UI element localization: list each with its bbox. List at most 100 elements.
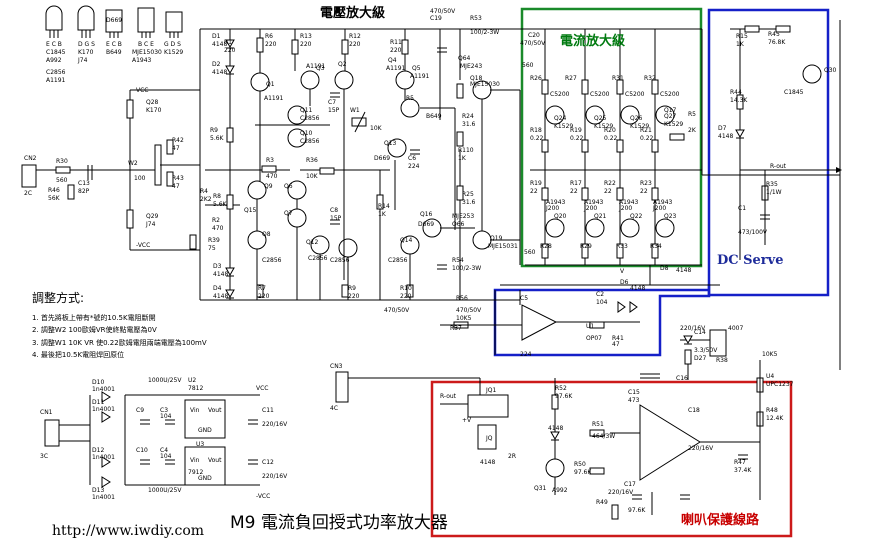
- vas-label: 220: [224, 47, 236, 54]
- svg-text:Q28: Q28: [146, 99, 159, 106]
- power-supply-label: Vin: [190, 407, 200, 414]
- dc-servo-label: 1K: [736, 41, 745, 48]
- driver-label: Q18: [470, 75, 483, 82]
- power-supply-label: Vout: [208, 457, 222, 464]
- protection-label: C16: [676, 375, 688, 382]
- vas-label: C8: [330, 207, 338, 214]
- dc-servo-label: R35: [766, 181, 778, 188]
- output-res-label: 0.22: [640, 135, 654, 142]
- protection-label: A992: [552, 487, 568, 494]
- output-mos-label: Q22: [630, 213, 643, 220]
- vas-label: Q6: [284, 183, 293, 190]
- vas-label: 220: [348, 293, 360, 300]
- vas-label: 5.6K: [213, 201, 228, 208]
- svg-text:R30: R30: [56, 158, 68, 165]
- driver-label: R56: [456, 295, 468, 302]
- vas-label: R13: [300, 33, 312, 40]
- vas-label: Q13: [384, 140, 397, 147]
- output-top-label: C5200: [660, 91, 680, 98]
- protection-label: R-out: [440, 393, 457, 400]
- vas-label: 220: [265, 41, 277, 48]
- rails: [199, 20, 841, 370]
- svg-text:K1529: K1529: [164, 49, 183, 56]
- output-bot-label: A1943: [546, 199, 566, 206]
- vas-label: 10K: [370, 125, 383, 132]
- protection-label: 4C: [330, 405, 338, 412]
- svg-text:82P: 82P: [78, 188, 90, 195]
- vas-diodes: [225, 39, 235, 299]
- output-bot-label: J200: [652, 205, 666, 212]
- output-res-label: R19: [570, 127, 582, 134]
- driver-label: R110: [458, 147, 474, 154]
- protection-label: JQ1: [485, 387, 496, 394]
- svg-text:C1845: C1845: [46, 49, 66, 56]
- vas-label: C2856: [300, 115, 320, 122]
- protection-labels: CN34CJQ1JQR-out+V41482RR5297.6KC15473R51…: [330, 325, 794, 514]
- protection-label: 3.3/50V: [694, 347, 718, 354]
- output-mos-label: Q23: [664, 213, 677, 220]
- svg-text:56K: 56K: [48, 195, 61, 202]
- driver-label: 104: [596, 299, 608, 306]
- bridge-label: 1n4001: [92, 454, 115, 461]
- bridge-label: D13: [92, 487, 104, 494]
- power-supply-label: Vout: [208, 407, 222, 414]
- output-res-label: R23: [640, 180, 652, 187]
- vas-label: C2856: [388, 257, 408, 264]
- output-top-label: R32: [644, 75, 656, 82]
- output-bot-label: J200: [583, 205, 597, 212]
- ps-cap-label: 1000U/25V: [148, 487, 182, 494]
- vas-label: 4148: [213, 271, 228, 278]
- vas-label: 2K2: [200, 196, 212, 203]
- vas-label: R1: [224, 39, 232, 46]
- vas-label: R39: [208, 237, 220, 244]
- ps-cap-label: C10: [136, 447, 148, 454]
- protection-label: UPC1237: [766, 381, 794, 388]
- vas-label: 4148: [212, 69, 227, 76]
- protection-label: R48: [766, 407, 778, 414]
- output-bot-label: R28: [540, 243, 552, 250]
- vas-label: Q14: [400, 237, 413, 244]
- vas-label: R7: [258, 285, 266, 292]
- power-supply-label: 220/16V: [262, 473, 288, 480]
- svg-text:E C B: E C B: [106, 41, 122, 48]
- vas-label: D1: [212, 33, 221, 40]
- vas-label: 10K: [306, 173, 319, 180]
- driver-label: 31.6: [462, 121, 476, 128]
- ps-cap-label: 104: [160, 413, 172, 420]
- output-stage: [530, 29, 702, 265]
- output-mos-label: K1529: [664, 121, 683, 128]
- dc-servo-circuit: [730, 25, 842, 260]
- vas-label: 5.6K: [210, 135, 225, 142]
- vas-resistors: [189, 37, 464, 298]
- protection-label: R50: [574, 461, 586, 468]
- vas-label: 224: [408, 163, 420, 170]
- output-res-label: 22: [640, 188, 648, 195]
- driver-label: C20: [528, 32, 540, 39]
- power-supply-label: C11: [262, 407, 274, 414]
- dc-servo-label: R-out: [770, 163, 787, 170]
- vas-label: A1191: [306, 63, 326, 70]
- output-bot-label: J200: [545, 205, 559, 212]
- output-bot-label: R29: [580, 243, 592, 250]
- vas-label: 1K: [378, 211, 387, 218]
- vas-label: R14: [378, 203, 390, 210]
- driver-label: U1: [586, 323, 594, 330]
- svg-text:B C E: B C E: [138, 41, 154, 48]
- driver-label: 224: [520, 351, 532, 358]
- vas-label: A1191: [264, 95, 284, 102]
- driver-label: 47: [612, 341, 620, 348]
- adjust-step-3: 3. 調整W1 10K VR 使0.22歐姆電阻兩端電壓為100mV: [32, 338, 207, 347]
- output-top-label: R27: [565, 75, 577, 82]
- driver-label: 10K5: [456, 315, 472, 322]
- svg-text:Q29: Q29: [146, 213, 159, 220]
- protection-label: C17: [624, 481, 636, 488]
- protection-label: R47: [734, 459, 746, 466]
- driver-label: 1K: [458, 155, 467, 162]
- protection-label: 12.4K: [766, 415, 784, 422]
- input-stage: [21, 89, 200, 251]
- output-bot-label: R34: [650, 243, 662, 250]
- driver-label: Q19: [490, 235, 503, 242]
- main-title: M9 電流負回授式功率放大器: [230, 513, 448, 533]
- output-mos-label: K1529: [630, 123, 649, 130]
